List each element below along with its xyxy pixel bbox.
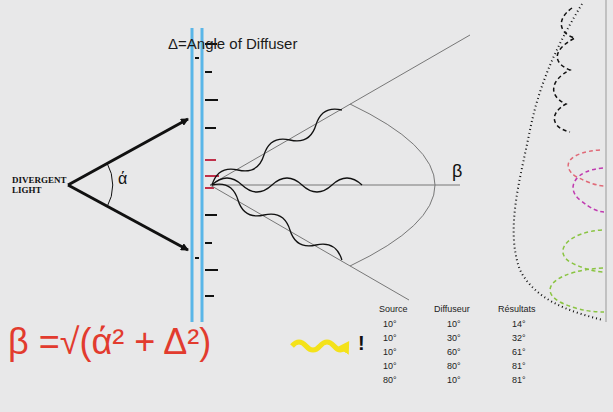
source-label: DIVERGENT LIGHT: [12, 176, 70, 196]
table-cell: 30°: [447, 334, 461, 344]
light-waves: [209, 104, 363, 266]
table-cell: 10°: [383, 334, 397, 344]
table-header: Diffuseur: [434, 305, 470, 315]
table-cell: 80°: [383, 376, 397, 386]
table-cell: 10°: [383, 362, 397, 372]
guide-lines: [210, 35, 470, 300]
intensity-profile: [514, 0, 606, 322]
table-cell: 14°: [512, 320, 526, 330]
table-cell: 10°: [383, 348, 397, 358]
diffuser-plate: [192, 28, 219, 322]
table-header: Résultats: [498, 305, 536, 315]
table-cell: 10°: [447, 320, 461, 330]
table-cell: 61°: [512, 348, 526, 358]
table-header: Source: [379, 305, 408, 315]
table-cell: 60°: [447, 348, 461, 358]
table-cell: 32°: [512, 334, 526, 344]
formula: β =√(ά² + Δ²): [8, 322, 211, 362]
angle-symbol: β: [452, 162, 462, 182]
yellow-arrow: [292, 342, 346, 350]
table-cell: 10°: [383, 320, 397, 330]
table-cell: 81°: [512, 362, 526, 372]
table-cell: 10°: [447, 376, 461, 386]
table-cell: 80°: [447, 362, 461, 372]
divergent-rays: [68, 119, 188, 250]
table-cell: 81°: [512, 376, 526, 386]
diagram-title: Δ=Angle of Diffuser: [168, 36, 297, 53]
exclamation: !: [358, 332, 365, 354]
angle-symbol: ά: [118, 170, 127, 188]
